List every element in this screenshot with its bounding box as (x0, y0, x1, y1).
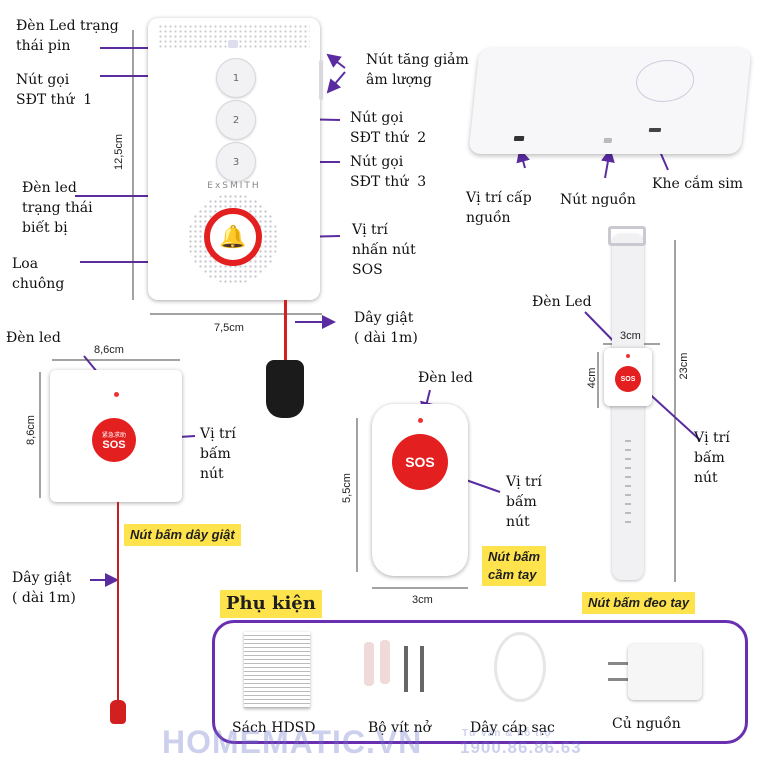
accessory-manual: Sách HDSD (232, 720, 316, 736)
sos-chinese-text: 紧急求助 (101, 432, 126, 439)
caption-hand-button: Nút bấm cầm tay (482, 546, 546, 586)
label-wrist-press: Vị trí bấm nút (694, 430, 730, 486)
wrist-led (626, 354, 630, 358)
sim-slot (648, 128, 662, 132)
caption-wrist-button: Nút bấm đeo tay (582, 592, 696, 614)
accessory-screws: Bộ vít nở (368, 720, 432, 736)
pull-led (114, 392, 119, 397)
wrist-holes (625, 440, 631, 530)
dim-pull-height: 8,6cm (25, 415, 37, 445)
main-unit-back (468, 48, 752, 154)
dim-width-main: 7,5cm (214, 322, 244, 334)
label-sos-position: Vị trí nhấn nút SOS (352, 222, 416, 278)
screws-icon (360, 636, 440, 700)
dim-wrist-height: 4cm (586, 367, 598, 389)
accessory-charger: Củ nguồn (612, 716, 681, 732)
charger-icon (608, 644, 704, 700)
pull-cord-tip[interactable] (110, 700, 126, 724)
label-pull-cord: Dây giật ( dài 1m) (12, 570, 76, 606)
back-speaker-ring (633, 60, 697, 102)
dim-height-main: 12,5cm (113, 133, 125, 171)
label-hand-press: Vị trí bấm nút (506, 474, 542, 530)
label-power-in: Vị trí cấp nguồn (466, 190, 532, 226)
bell-icon: 🔔 (219, 224, 247, 250)
hand-sos-button[interactable]: SOS (392, 434, 448, 490)
pull-sos-button[interactable]: 紧急求助 SOS (92, 418, 136, 462)
pull-cord-main (284, 300, 287, 362)
dim-pull-width: 8,6cm (94, 344, 124, 356)
dim-wrist-width: 3cm (620, 330, 641, 342)
label-power-button: Nút nguồn (560, 192, 636, 208)
label-call-1: Nút gọi SĐT thứ 1 (16, 72, 93, 108)
accessories-title: Phụ kiện (220, 590, 322, 618)
caption-pull-button: Nút bấm dây giật (124, 524, 241, 546)
accessory-cable: Dây cáp sạc (470, 720, 555, 736)
battery-led (228, 40, 238, 48)
label-call-3: Nút gọi SĐT thứ 3 (350, 154, 427, 190)
label-call-2: Nút gọi SĐT thứ 2 (350, 110, 427, 146)
label-hand-led: Đèn led (418, 370, 473, 386)
pull-cord-handle[interactable] (266, 360, 304, 418)
call-button-2[interactable]: 2 (216, 100, 256, 140)
brand-logo: ExSMITH (207, 181, 261, 191)
power-button-back[interactable] (603, 138, 613, 143)
dim-wrist-length: 23cm (678, 352, 690, 380)
label-pull-cord-main: Dây giật ( dài 1m) (354, 310, 418, 346)
pull-cord (117, 502, 119, 704)
cable-icon (494, 632, 546, 702)
accessories-frame (212, 620, 748, 744)
wrist-sos-button[interactable]: SOS (615, 366, 641, 392)
label-pull-press: Vị trí bấm nút (200, 426, 236, 482)
label-device-led: Đèn led trạng thái biết bị (22, 180, 93, 236)
sos-text: SOS (102, 438, 126, 451)
pull-button-device: 紧急求助 SOS (50, 370, 182, 502)
sos-button-main[interactable]: 🔔 (204, 208, 262, 266)
call-button-1[interactable]: 1 (216, 58, 256, 98)
hand-button-device: SOS (372, 404, 468, 576)
hand-led (418, 418, 423, 423)
label-sim-slot: Khe cắm sim (652, 176, 744, 192)
label-battery-led: Đèn Led trạng thái pin (16, 18, 119, 54)
label-speaker: Loa chuông (12, 256, 65, 292)
watermark-hotline: 1900.86.86.63 (460, 738, 582, 757)
label-wrist-led: Đèn Led (532, 294, 592, 310)
main-unit-front: 1 2 3 ExSMITH 🔔 (148, 18, 323, 300)
watermark-hotline-label: Tư vấn & hỗ trợ (462, 728, 553, 739)
label-volume: Nút tăng giảm âm lượng (366, 52, 469, 88)
wrist-button-device: SOS (604, 348, 652, 406)
volume-buttons[interactable] (319, 60, 323, 100)
dim-hand-width: 3cm (412, 594, 433, 606)
power-port (513, 136, 525, 141)
watermark-site: HOMEMATIC.VN (162, 724, 423, 760)
manual-icon (244, 632, 310, 708)
call-button-3[interactable]: 3 (216, 142, 256, 182)
wrist-buckle (608, 226, 646, 246)
label-pull-led: Đèn led (6, 330, 61, 346)
dim-hand-height: 5,5cm (341, 473, 353, 503)
